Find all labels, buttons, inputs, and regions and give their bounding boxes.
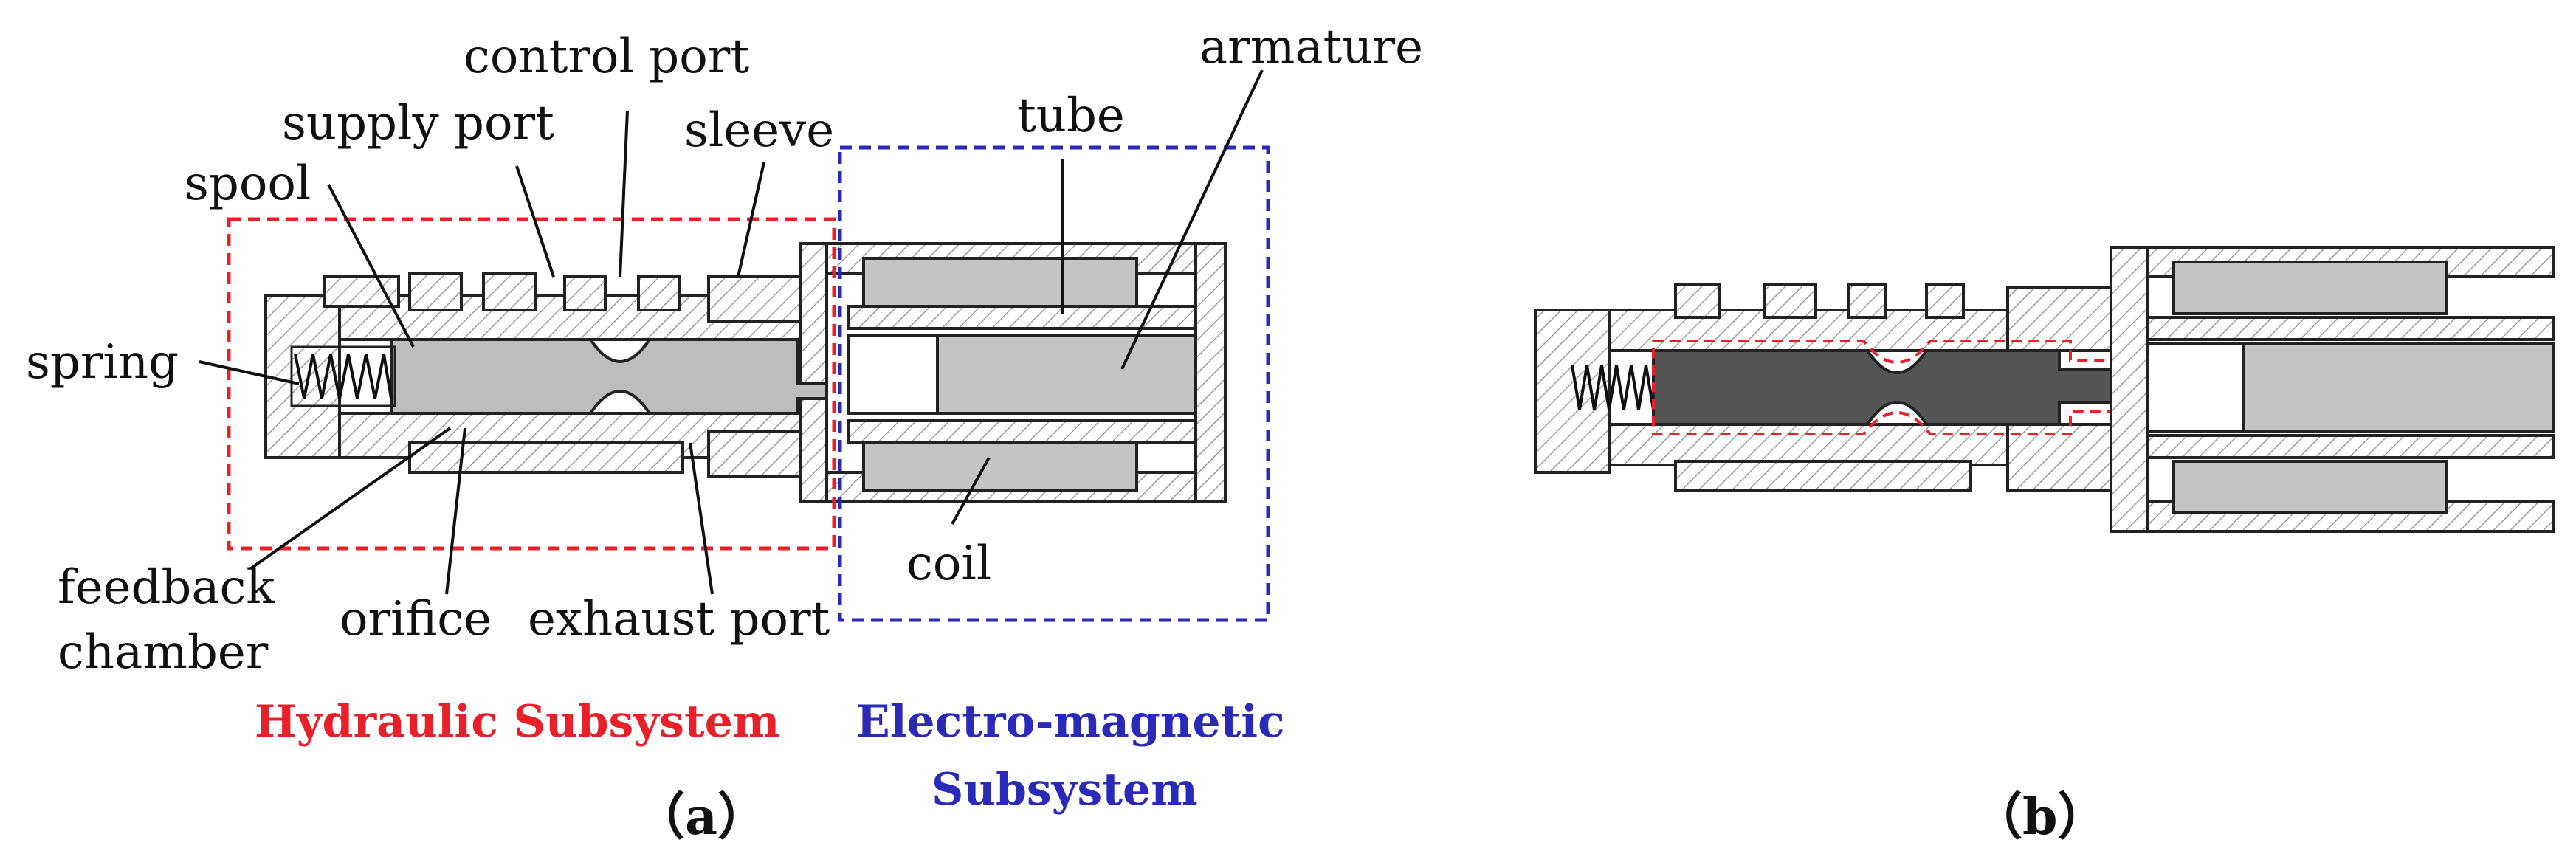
armature-leader bbox=[1120, 69, 1264, 370]
coil-upper bbox=[862, 257, 1138, 308]
tube-lower bbox=[847, 419, 1197, 444]
labels: control port armature supply port sleeve… bbox=[26, 20, 1423, 680]
electromagnetic-subsystem-label-1: Electro-magnetic bbox=[856, 696, 1285, 748]
magnet-housing bbox=[825, 242, 1227, 503]
coil-leader bbox=[951, 457, 991, 525]
sleeve-body bbox=[264, 242, 828, 503]
armature-body bbox=[936, 334, 1197, 415]
spring-coil bbox=[294, 354, 393, 399]
tube-upper bbox=[847, 305, 1197, 330]
figure-a: control port armature supply port sleeve… bbox=[26, 20, 1423, 847]
hydraulic-boundary bbox=[227, 217, 836, 551]
electromagnetic-boundary bbox=[838, 145, 1270, 622]
hydraulic-subsystem-label: Hydraulic Subsystem bbox=[255, 696, 779, 748]
orifice-leader bbox=[445, 427, 466, 595]
feedback-chamber-label-1: feedback bbox=[58, 560, 275, 615]
tube-label: tube bbox=[1017, 89, 1125, 143]
leader-lines bbox=[199, 69, 1264, 595]
exhaust-port-leader bbox=[689, 442, 714, 595]
exhaust-port-label: exhaust port bbox=[528, 592, 830, 647]
spring-b bbox=[1571, 365, 1655, 410]
spring-label: spring bbox=[26, 335, 179, 390]
caption-b: （b） bbox=[1972, 788, 2108, 847]
feedback-chamber-leader bbox=[249, 427, 452, 570]
spring-leader bbox=[199, 360, 300, 385]
feedback-chamber-label-2: chamber bbox=[58, 625, 269, 680]
end-cap bbox=[264, 294, 341, 459]
figure-b: （b） bbox=[1534, 246, 2555, 847]
flange bbox=[799, 242, 828, 503]
spool-label: spool bbox=[185, 156, 311, 211]
spool-leader bbox=[327, 184, 415, 348]
spool bbox=[390, 338, 828, 415]
electromagnetic-subsystem-label-2: Subsystem bbox=[931, 764, 1198, 816]
control-port-label: control port bbox=[464, 30, 749, 84]
coil-lower bbox=[862, 441, 1138, 492]
caption-a: （a） bbox=[635, 788, 768, 847]
supply-port-leader bbox=[515, 165, 555, 278]
coil-label: coil bbox=[906, 537, 991, 591]
control-port-leader bbox=[619, 110, 629, 278]
orifice-label: orifice bbox=[340, 592, 492, 647]
supply-port-label: supply port bbox=[282, 96, 554, 151]
magnet-housing-b bbox=[2110, 246, 2555, 533]
armature-label: armature bbox=[1199, 20, 1423, 75]
sleeve-label: sleeve bbox=[684, 103, 834, 158]
sleeve-leader bbox=[737, 162, 765, 278]
